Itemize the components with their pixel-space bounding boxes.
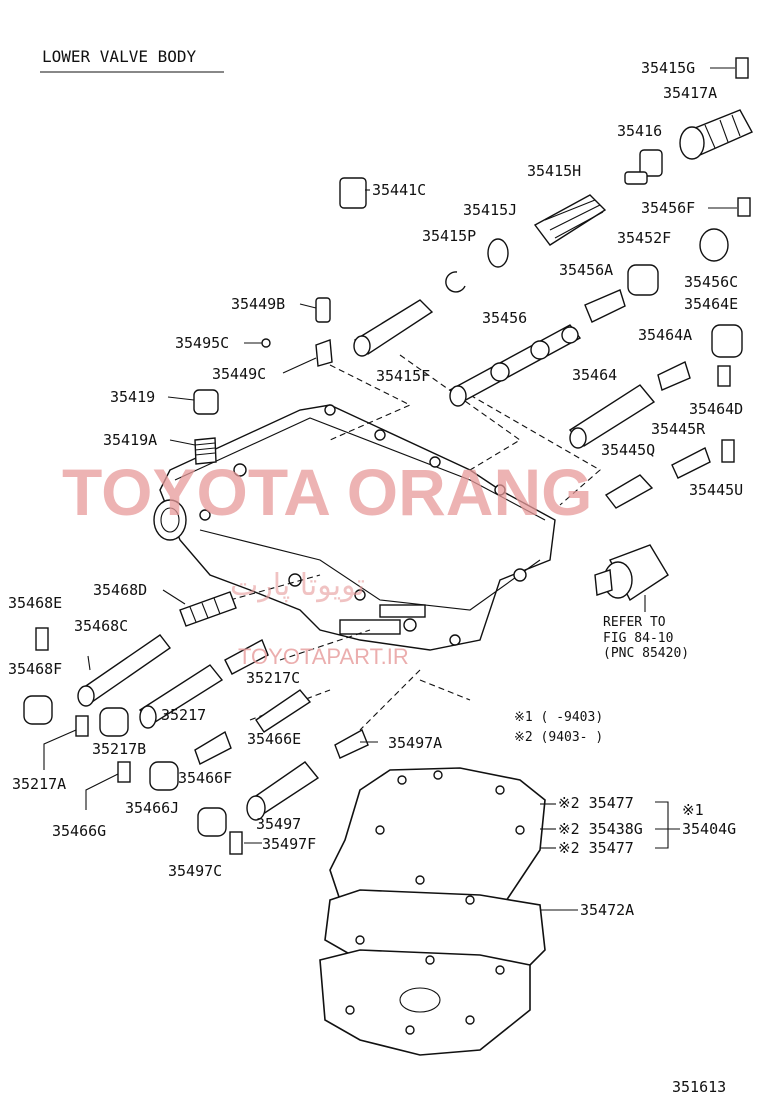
label-35468D: 35468D <box>93 581 147 599</box>
label-35445U: 35445U <box>689 481 743 499</box>
label-35477-bottom: ※2 35477 <box>558 839 634 857</box>
refer-line-2: FIG 84-10 <box>603 631 673 646</box>
label-35416: 35416 <box>617 122 662 140</box>
label-35497F: 35497F <box>262 835 316 853</box>
label-35464: 35464 <box>572 366 617 384</box>
label-35468C: 35468C <box>74 617 128 635</box>
refer-line-3: (PNC 85420) <box>603 646 689 661</box>
label-35477-top: ※2 35477 <box>558 794 634 812</box>
label-35419A: 35419A <box>103 431 157 449</box>
label-35466F: 35466F <box>178 769 232 787</box>
label-35456F: 35456F <box>641 199 695 217</box>
label-35217: 35217 <box>161 706 206 724</box>
label-35464D: 35464D <box>689 400 743 418</box>
valve-shafts <box>193 297 743 509</box>
label-35445R: 35445R <box>651 420 706 438</box>
label-35466E: 35466E <box>247 730 301 748</box>
solenoid-reference <box>594 544 669 612</box>
label-35415F: 35415F <box>376 367 430 385</box>
legend-note-1: ※1 ( -9403) <box>514 710 603 725</box>
label-35404G-mark: ※1 <box>682 801 704 819</box>
label-35415P: 35415P <box>422 227 476 245</box>
label-35438G: ※2 35438G <box>558 820 643 838</box>
label-35464E: 35464E <box>684 295 738 313</box>
diagram-title: LOWER VALVE BODY <box>42 47 196 66</box>
label-35415G: 35415G <box>641 59 695 77</box>
label-35441C: 35441C <box>372 181 426 199</box>
watermark-main: TOYOTA ORANG <box>62 455 592 529</box>
label-35217B: 35217B <box>92 740 146 758</box>
label-35456A: 35456A <box>559 261 613 279</box>
label-35497: 35497 <box>256 815 301 833</box>
refer-line-1: REFER TO <box>603 615 666 630</box>
separator-plates <box>319 767 546 1056</box>
label-35497C: 35497C <box>168 862 222 880</box>
label-35468F: 35468F <box>8 660 62 678</box>
label-35415J: 35415J <box>463 201 517 219</box>
label-35468E: 35468E <box>8 594 62 612</box>
label-35417A: 35417A <box>663 84 717 102</box>
label-35464A: 35464A <box>638 326 692 344</box>
label-35472A: 35472A <box>580 901 634 919</box>
label-35452F: 35452F <box>617 229 671 247</box>
legend-note-2: ※2 (9403- ) <box>514 730 603 745</box>
leader-lines <box>43 67 737 911</box>
label-35497A: 35497A <box>388 734 442 752</box>
label-35466J: 35466J <box>125 799 179 817</box>
label-35449C: 35449C <box>212 365 266 383</box>
label-35415H: 35415H <box>527 162 581 180</box>
valve-body-casting <box>153 404 556 651</box>
label-35404G: 35404G <box>682 820 736 838</box>
label-35456: 35456 <box>482 309 527 327</box>
label-35449B: 35449B <box>231 295 285 313</box>
label-35445Q: 35445Q <box>601 441 655 459</box>
watermark-persian: تویوتا پارت <box>230 568 365 603</box>
label-35419: 35419 <box>110 388 155 406</box>
label-35217C: 35217C <box>246 669 300 687</box>
figure-number: 351613 <box>672 1078 726 1096</box>
solenoid-parts <box>339 57 753 323</box>
label-35495C: 35495C <box>175 334 229 352</box>
label-35217A: 35217A <box>12 775 66 793</box>
left-lower-parts <box>23 591 369 855</box>
label-35466G: 35466G <box>52 822 106 840</box>
assembly-lines <box>229 354 601 731</box>
label-35456C: 35456C <box>684 273 738 291</box>
watermark-url: TOYOTAPART.IR <box>238 644 409 669</box>
